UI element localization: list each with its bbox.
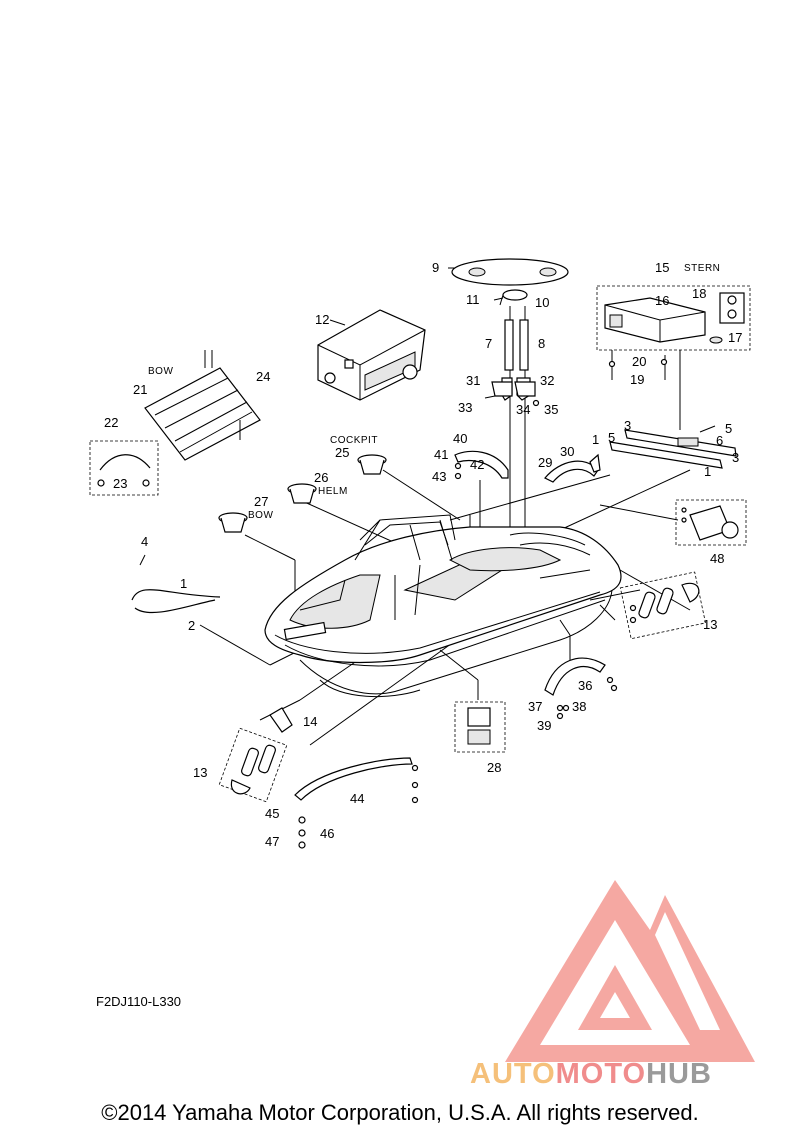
part-15-stern-group [596, 285, 751, 380]
label-33: 33 [458, 400, 472, 415]
label-1a: 1 [592, 432, 599, 447]
label-30: 30 [560, 444, 574, 459]
part-36-handrail [544, 657, 618, 712]
label-2: 2 [188, 618, 195, 633]
part-9-canopy [451, 258, 569, 286]
label-34: 34 [516, 402, 530, 417]
label-7: 7 [485, 336, 492, 351]
watermark-logo [505, 880, 755, 1062]
copyright-notice: ©2014 Yamaha Motor Corporation, U.S.A. A… [101, 1100, 699, 1125]
part-labels: 9 11 10 12 7 8 31 32 33 34 35 15 STERN 1… [104, 260, 742, 849]
part-40-handle [454, 450, 511, 495]
label-15: 15 [655, 260, 669, 275]
label-6: 6 [716, 433, 723, 448]
label-12: 12 [315, 312, 329, 327]
label-1c: 1 [180, 576, 187, 591]
label-46: 46 [320, 826, 334, 841]
label-18: 18 [692, 286, 706, 301]
label-5b: 5 [608, 430, 615, 445]
label-13b: 13 [193, 765, 207, 780]
label-35: 35 [544, 402, 558, 417]
label-10: 10 [535, 295, 549, 310]
cup-holders [218, 454, 387, 533]
label-37: 37 [528, 699, 542, 714]
label-41: 41 [434, 447, 448, 462]
part-3-5-6-rails [609, 425, 737, 469]
label-47: 47 [265, 834, 279, 849]
label-cockpit: COCKPIT [330, 435, 378, 446]
label-45: 45 [265, 806, 279, 821]
part-13-right-cleat [619, 571, 706, 640]
part-31-32-bracket [484, 381, 540, 407]
label-3b: 3 [732, 450, 739, 465]
label-20: 20 [632, 354, 646, 369]
part-1-2-4-trim [131, 554, 221, 614]
part-12-cooler [317, 309, 426, 401]
label-bow-mid: BOW [248, 510, 273, 521]
label-22: 22 [104, 415, 118, 430]
part-21-24-bow-ladder [144, 350, 261, 461]
part-10-11-mount [499, 289, 528, 306]
label-8: 8 [538, 336, 545, 351]
label-9: 9 [432, 260, 439, 275]
label-16: 16 [655, 293, 669, 308]
label-21: 21 [133, 382, 147, 397]
part-14-bracket [269, 707, 293, 733]
part-13-left-cleat [218, 727, 288, 803]
label-42: 42 [470, 457, 484, 472]
label-23: 23 [113, 476, 127, 491]
boat-hull [264, 514, 622, 697]
label-40: 40 [453, 431, 467, 446]
label-19: 19 [630, 372, 644, 387]
label-stern: STERN [684, 263, 720, 274]
label-32: 32 [540, 373, 554, 388]
label-24: 24 [256, 369, 270, 384]
label-31: 31 [466, 373, 480, 388]
label-14: 14 [303, 714, 317, 729]
drawing-code: F2DJ110-L330 [96, 994, 182, 1009]
part-44-bar [294, 757, 419, 849]
label-bow-top: BOW [148, 366, 173, 377]
label-26: 26 [314, 470, 328, 485]
label-25: 25 [335, 445, 349, 460]
label-43: 43 [432, 469, 446, 484]
label-helm: HELM [318, 486, 348, 497]
label-44: 44 [350, 791, 364, 806]
watermark-part-hub: HUB [646, 1058, 712, 1090]
label-17: 17 [728, 330, 742, 345]
label-11: 11 [466, 292, 480, 307]
label-3a: 3 [624, 418, 631, 433]
label-29: 29 [538, 455, 552, 470]
part-22-group [89, 440, 159, 496]
label-13a: 13 [703, 617, 717, 632]
label-38: 38 [572, 699, 586, 714]
label-48: 48 [710, 551, 724, 566]
label-1b: 1 [704, 464, 711, 479]
label-28: 28 [487, 760, 501, 775]
label-27: 27 [254, 494, 268, 509]
leader-lines [199, 267, 691, 746]
label-4: 4 [141, 534, 148, 549]
label-39: 39 [537, 718, 551, 733]
watermark-part-moto: MOTO [555, 1058, 647, 1090]
watermark-text: AUTOMOTOHUB [470, 1058, 712, 1091]
label-36: 36 [578, 678, 592, 693]
part-48-group [675, 499, 747, 546]
part-28-group [454, 701, 506, 753]
part-29-30-handle [544, 453, 601, 483]
label-5a: 5 [725, 421, 732, 436]
watermark-part-auto: AUTO [470, 1058, 556, 1090]
small-hardware [454, 358, 668, 720]
